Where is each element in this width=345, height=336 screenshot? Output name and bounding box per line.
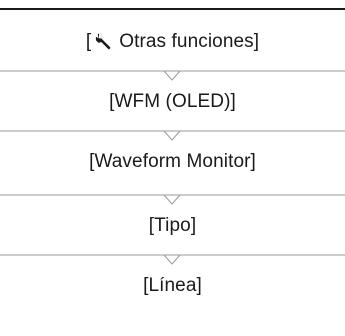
step-label-otras-funciones: Otras funciones bbox=[119, 31, 254, 52]
top-rule bbox=[0, 8, 345, 10]
separator-arrow bbox=[0, 254, 345, 266]
separator-arrow bbox=[0, 194, 345, 206]
menu-step-linea: [Línea] bbox=[143, 275, 202, 296]
menu-step-wfm-oled: [WFM (OLED)] bbox=[109, 91, 236, 112]
menu-step-waveform-monitor: [Waveform Monitor] bbox=[89, 151, 256, 172]
wrench-icon bbox=[96, 33, 111, 50]
step-bracket-close: ] bbox=[253, 31, 260, 52]
menu-step-otras-funciones: [ Otras funciones ] bbox=[0, 22, 345, 62]
menu-step-tipo: [Tipo] bbox=[148, 215, 197, 236]
separator-arrow bbox=[0, 70, 345, 82]
separator-arrow bbox=[0, 130, 345, 142]
step-bracket-open: [ bbox=[85, 31, 92, 52]
